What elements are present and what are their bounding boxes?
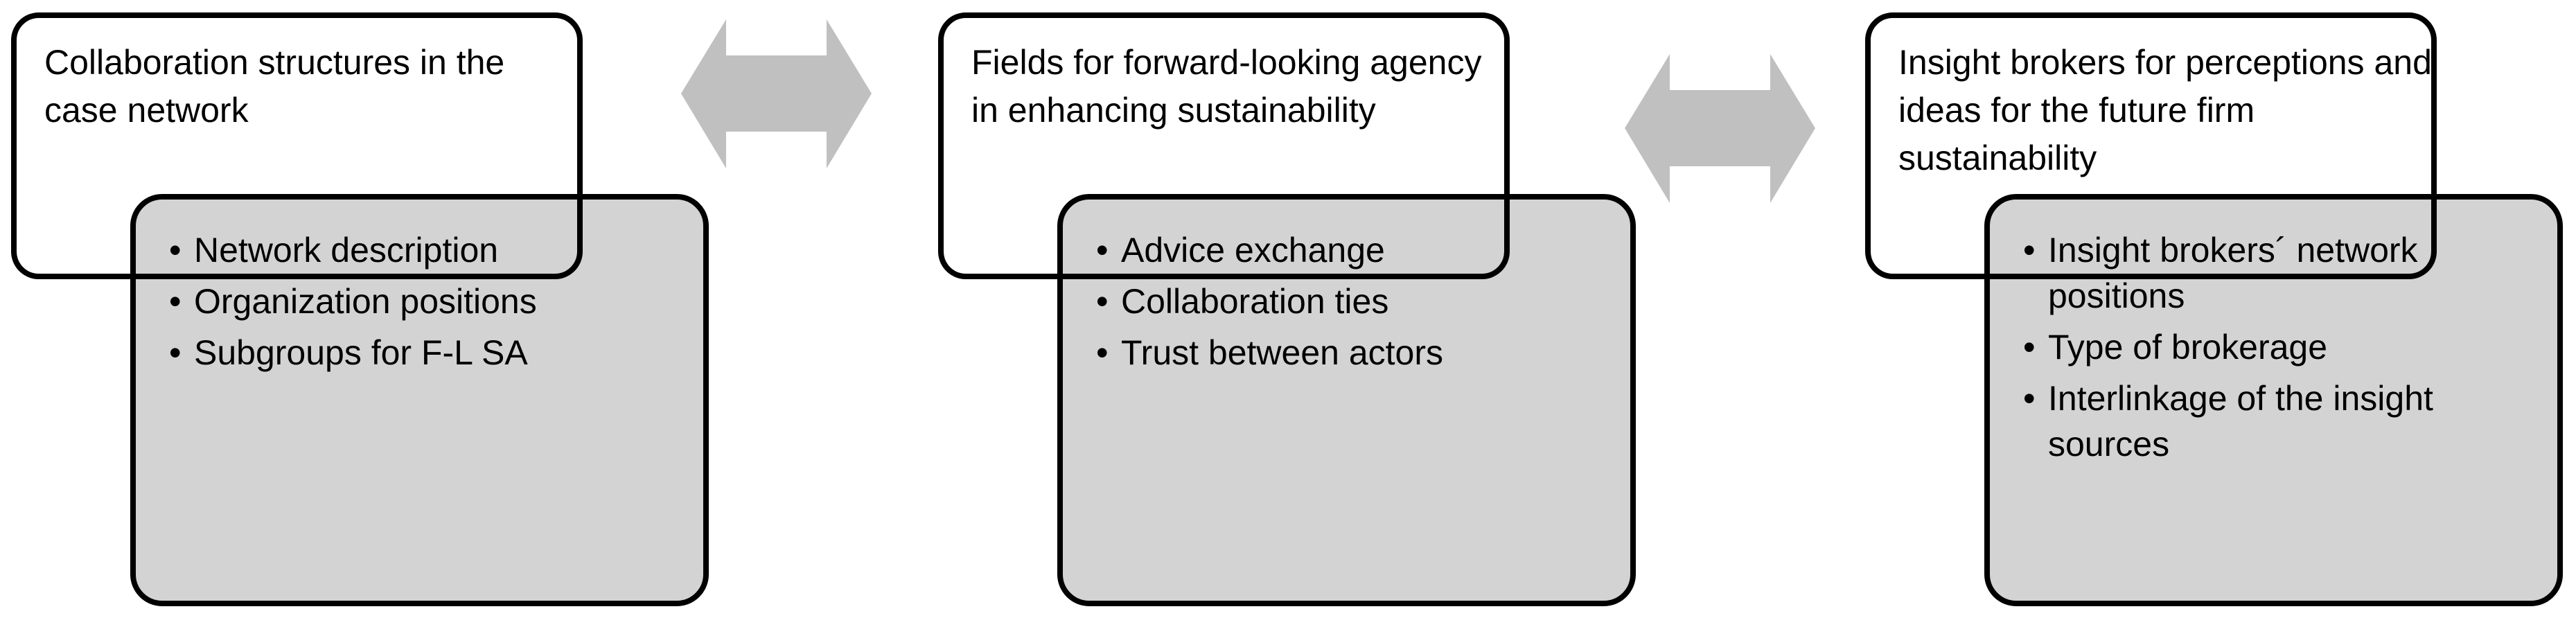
bullet-icon: • [169,333,182,372]
list-item: •Trust between actors [1096,330,1443,376]
detail-box: • Insight brokers´ network positions •Ty… [1984,194,2563,606]
bullet-icon: • [2023,379,2036,418]
list-item: •Collaboration ties [1096,279,1443,324]
list-item: • Insight brokers´ network positions [2023,227,2508,319]
title-box: Fields for forward-looking agency in enh… [938,12,1510,279]
title-box: Collaboration structures in the case net… [11,12,583,279]
bullet-list: •Advice exchange •Collaboration ties •Tr… [1096,227,1443,381]
list-item: •Network description [169,227,537,273]
bullet-icon: • [1096,282,1109,321]
detail-box: •Network description •Organization posit… [130,194,709,606]
double-arrow-icon [681,19,872,168]
bullet-icon: • [169,282,182,321]
bullet-icon: • [2023,328,2036,367]
bullet-icon: • [169,231,182,270]
bullet-icon: • [1096,333,1109,372]
list-item: •Subgroups for F-L SA [169,330,537,376]
title-box: Insight brokers for perceptions and idea… [1865,12,2437,279]
double-arrow-icon [1625,54,1815,203]
bullet-list: • Insight brokers´ network positions •Ty… [2023,227,2508,473]
bullet-icon: • [2023,231,2036,270]
list-item: •Advice exchange [1096,227,1443,273]
panel-title: Insight brokers for perceptions and idea… [1898,43,2432,177]
list-item: •Interlinkage of the insight sources [2023,376,2508,467]
panel-title: Fields for forward-looking agency in enh… [971,43,1482,130]
detail-box: •Advice exchange •Collaboration ties •Tr… [1057,194,1636,606]
list-item: •Type of brokerage [2023,324,2508,370]
panel-title: Collaboration structures in the case net… [44,43,505,130]
bullet-icon: • [1096,231,1109,270]
bullet-list: •Network description •Organization posit… [169,227,537,381]
list-item: •Organization positions [169,279,537,324]
